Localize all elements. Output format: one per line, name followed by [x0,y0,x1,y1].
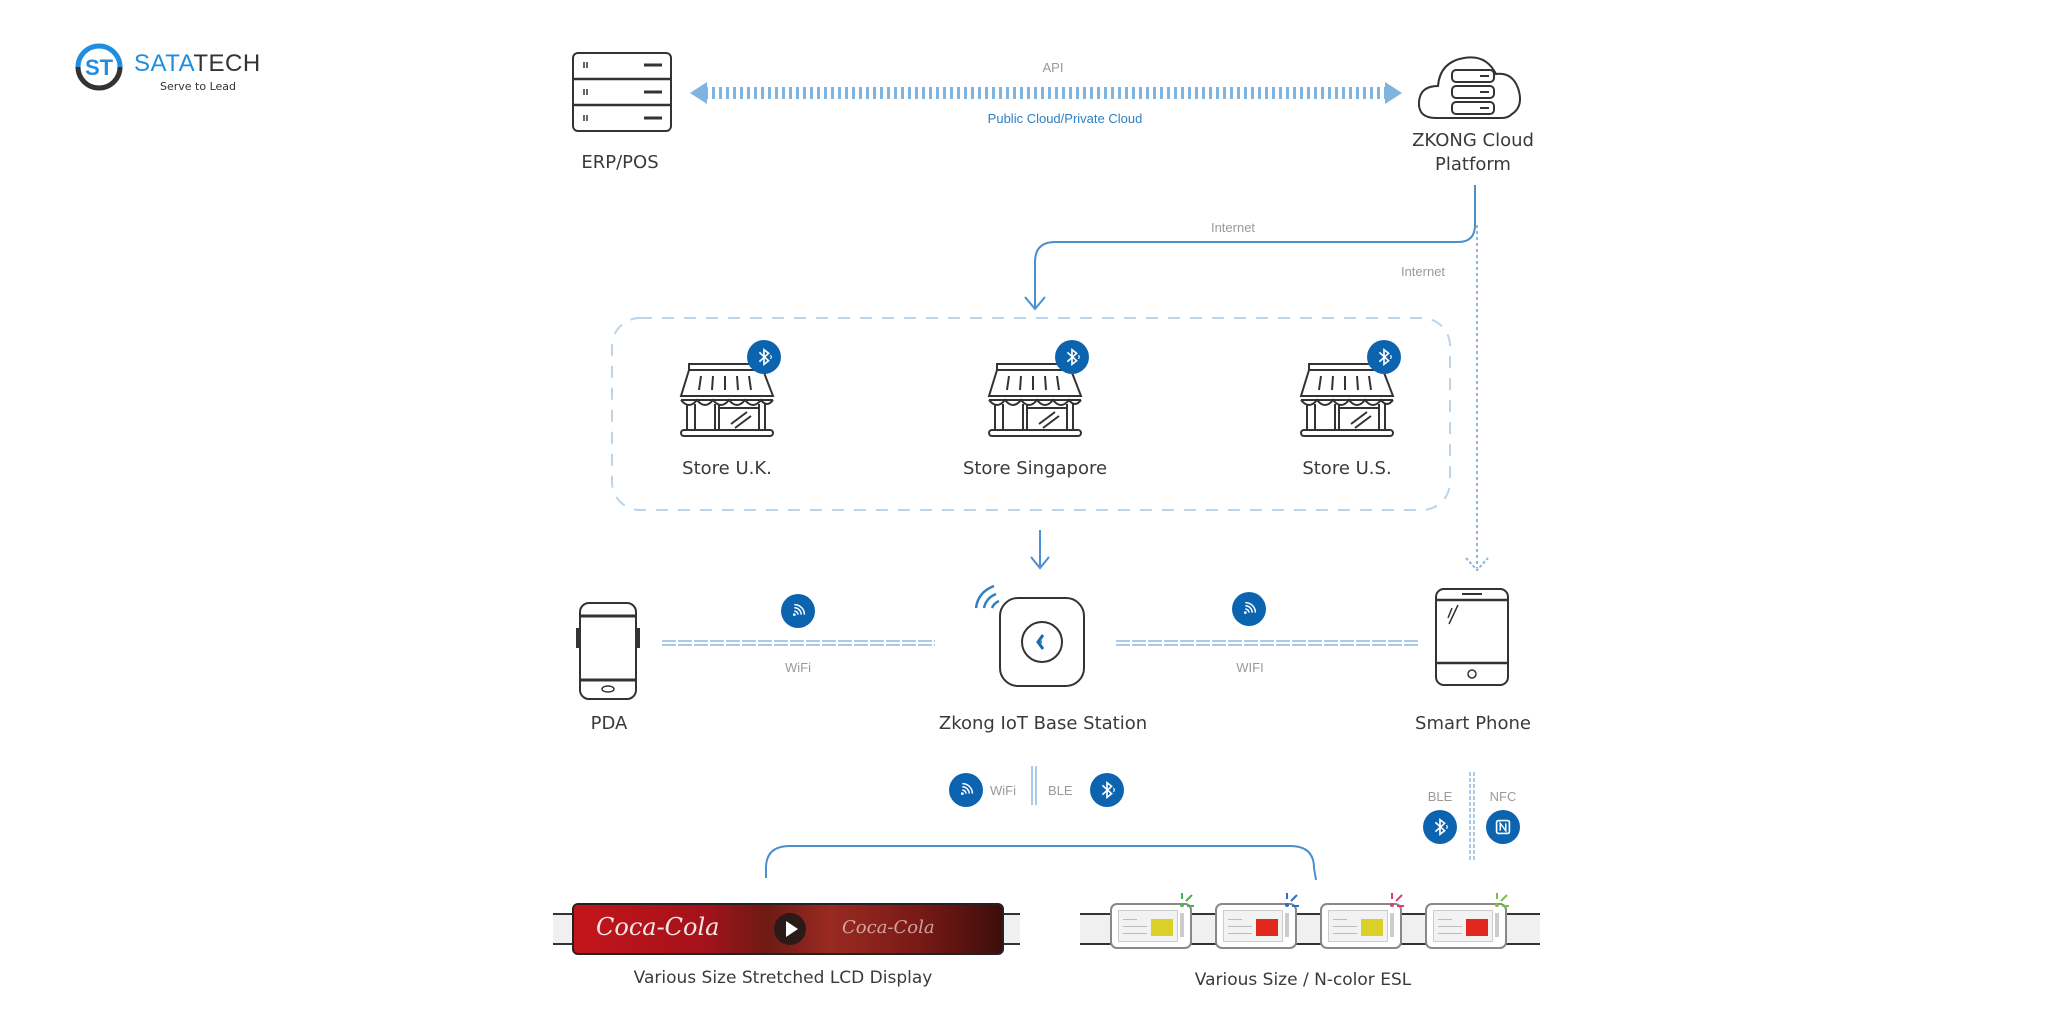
esl-color-swatch [1256,919,1278,936]
pda-device-icon [576,602,640,700]
base-station-arrowhead-icon [1030,556,1050,570]
wifi-icon [781,594,815,628]
storefront-icon [1299,363,1395,437]
lcd-brand-text-faded: Coca-Cola [842,917,935,938]
esl-text-line [1228,919,1242,920]
logo-mark-text: ST [85,55,114,80]
esl-side-bar [1495,913,1499,937]
esl-led-blink-icon [1390,893,1404,907]
esl-text-line [1438,926,1462,927]
smartphone-icon [1435,588,1509,686]
store-uk [677,340,787,445]
esl-tag [1320,893,1404,949]
satatech-logo: ST SATATECH Serve to Lead [72,38,282,98]
station-protocol-divider [1031,766,1037,805]
pda-wifi-link [662,640,935,646]
erp-pos-label: ERP/POS [581,152,659,173]
bluetooth-icon [1090,773,1124,807]
esl-text-line [1333,926,1357,927]
store-us [1297,340,1407,445]
store-singapore-label: Store Singapore [962,458,1108,479]
st-logo-mark-icon: ST [75,43,123,91]
esl-text-line [1438,919,1452,920]
esl-tags [1110,893,1550,955]
phone-protocol-divider [1469,772,1475,862]
store-uk-label: Store U.K. [682,458,772,479]
station-wifi-label: WiFi [990,783,1016,798]
lcd-brand-text: Coca-Cola [596,913,720,941]
esl-side-bar [1390,913,1394,937]
esl-text-line [1123,926,1147,927]
pda-wifi-label: WiFi [785,660,811,675]
esl-screen [1433,910,1493,942]
esl-side-bar [1285,913,1289,937]
storefront-icon [987,363,1083,437]
esl-screen [1223,910,1283,942]
phone-ble-label: BLE [1427,789,1453,804]
esl-tag [1215,893,1299,949]
bluetooth-icon [1055,340,1089,374]
brand-tagline: Serve to Lead [160,80,237,93]
api-label: API [1042,60,1064,75]
esl-text-line [1228,926,1252,927]
station-ble-label: BLE [1048,783,1073,798]
base-station-icon [974,584,1085,687]
internet-stores-label: Internet [1210,220,1256,235]
esl-color-swatch [1151,919,1173,936]
esl-text-line [1123,919,1137,920]
bluetooth-icon [1423,810,1457,844]
stores-group-box [611,317,1451,511]
esl-label: Various Size / N-color ESL [1194,970,1412,990]
esl-tag [1110,893,1194,949]
pda-label: PDA [590,713,628,734]
esl-screen [1118,910,1178,942]
esl-text-line [1333,933,1357,934]
esl-led-blink-icon [1285,893,1299,907]
esl-color-swatch [1361,919,1383,936]
cloud-server-icon [1417,56,1521,119]
bluetooth-icon [747,340,781,374]
phone-wifi-link [1116,640,1420,646]
esl-color-swatch [1466,919,1488,936]
esl-text-line [1438,933,1462,934]
esl-text-line [1123,933,1147,934]
play-icon [786,921,798,937]
wifi-icon [1232,592,1266,626]
lcd-display: Coca-Cola Coca-Cola [572,903,1004,955]
wifi-icon [949,773,983,807]
nfc-icon [1486,810,1520,844]
esl-side-bar [1180,913,1184,937]
cloud-platform-label-line2: Platform [1435,154,1511,175]
display-bracket-line [765,845,1317,881]
cloud-platform-label-line1: ZKONG Cloud [1412,130,1534,151]
phone-arrowhead-icon [1465,557,1489,572]
esl-led-blink-icon [1495,893,1509,907]
store-us-label: Store U.S. [1302,458,1392,479]
storefront-icon [679,363,775,437]
brand-name: SATATECH [134,50,261,77]
store-singapore [985,340,1095,445]
bluetooth-icon [1367,340,1401,374]
internet-to-stores-line [1034,185,1476,308]
base-station-label: Zkong IoT Base Station [938,713,1148,734]
phone-wifi-label: WIFI [1236,660,1264,675]
lcd-label: Various Size Stretched LCD Display [633,968,933,988]
phone-nfc-label: NFC [1489,789,1517,804]
esl-text-line [1333,919,1347,920]
stores-arrowhead-icon [1024,296,1046,311]
cloud-type-label: Public Cloud/Private Cloud [987,111,1143,126]
internet-phone-label: Internet [1400,264,1446,279]
play-button[interactable] [774,913,806,945]
esl-led-blink-icon [1180,893,1194,907]
esl-text-line [1228,933,1252,934]
smart-phone-label: Smart Phone [1415,713,1531,734]
esl-screen [1328,910,1388,942]
esl-tag [1425,893,1509,949]
api-arrow [690,82,1402,104]
server-rack-icon [572,52,672,132]
